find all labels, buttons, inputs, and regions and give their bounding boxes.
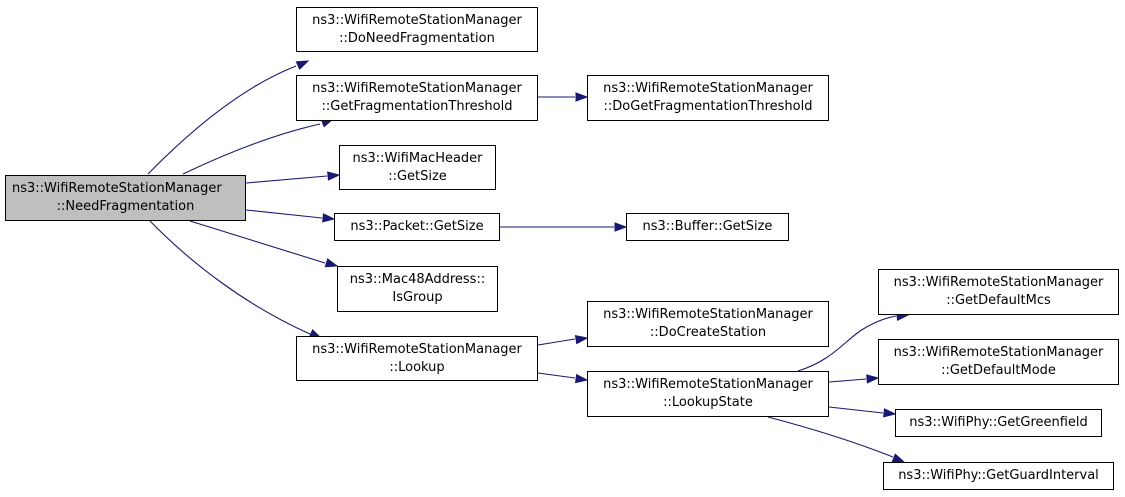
node-label-line1: ns3::WifiRemoteStationManager <box>312 341 522 357</box>
node-label-line1: ns3::WifiRemoteStationManager <box>893 345 1104 360</box>
node-wifiphy-getgreenfield[interactable]: ns3::WifiPhy::GetGreenfield <box>895 409 1102 437</box>
node-label-line1: ns3::WifiRemoteStationManager <box>603 307 813 322</box>
edge-lookup-to-do_create_station <box>537 338 576 346</box>
node-wifiphy-getguardinterval[interactable]: ns3::WifiPhy::GetGuardInterval <box>883 462 1114 490</box>
edge-lookup_state-to-get_default_mode <box>828 378 867 383</box>
arrowhead-wifimacheader_getsize <box>327 171 341 181</box>
arrowhead-do_need_fragmentation <box>295 60 310 71</box>
node-label-line1: ns3::WifiRemoteStationManager <box>603 81 813 96</box>
arrowhead-get_guard_interval <box>891 453 906 463</box>
edge-lookup_state-to-get_default_mcs <box>797 315 897 372</box>
arrowhead-do_get_fragmentation_threshold <box>575 92 589 102</box>
node-label-line1: ns3::WifiRemoteStationManager <box>312 81 522 96</box>
node-label-line2: ::GetDefaultMode <box>941 363 1056 378</box>
node-label-line1: ns3::WifiRemoteStationManager <box>12 181 222 196</box>
node-label-line2: ::LookupState <box>663 395 753 410</box>
node-label-line1: ns3::WifiRemoteStationManager <box>893 275 1104 290</box>
node-label-line1: ns3::Buffer::GetSize <box>642 219 773 234</box>
edge-root-to-wifimacheader_getsize <box>245 175 328 184</box>
arrowhead-lookup_state <box>574 373 589 384</box>
node-get-fragmentation-threshold[interactable]: ns3::WifiRemoteStationManager ::GetFragm… <box>296 75 538 121</box>
node-root-need-fragmentation: ns3::WifiRemoteStationManager ::NeedFrag… <box>5 175 246 221</box>
edge-root-to-do_need_fragmentation <box>147 65 297 175</box>
node-label-line2: ::GetSize <box>388 168 447 184</box>
node-wifimacheader-getsize[interactable]: ns3::WifiMacHeader ::GetSize <box>339 145 496 190</box>
node-lookup[interactable]: ns3::WifiRemoteStationManager ::Lookup <box>296 336 538 381</box>
node-do-need-fragmentation[interactable]: ns3::WifiRemoteStationManager ::DoNeedFr… <box>296 7 538 52</box>
node-label-line2: ::GetDefaultMcs <box>946 293 1051 308</box>
arrowhead-do_create_station <box>574 335 589 345</box>
edge-root-to-mac48_isgroup <box>189 220 326 264</box>
node-mac48address-isgroup[interactable]: ns3::Mac48Address:: IsGroup <box>337 266 498 312</box>
node-label-line1: ns3::WifiRemoteStationManager <box>603 377 813 392</box>
node-label-line2: ::DoCreateStation <box>649 325 767 340</box>
node-lookup-state[interactable]: ns3::WifiRemoteStationManager ::LookupSt… <box>587 371 829 417</box>
node-label-line1: ns3::WifiPhy::GetGreenfield <box>909 415 1088 430</box>
node-do-create-station[interactable]: ns3::WifiRemoteStationManager ::DoCreate… <box>587 301 829 347</box>
node-label-line1: ns3::Mac48Address:: <box>349 272 486 287</box>
edge-root-to-get_fragmentation_threshold <box>182 123 321 175</box>
node-buffer-getsize[interactable]: ns3::Buffer::GetSize <box>626 213 789 241</box>
node-packet-getsize[interactable]: ns3::Packet::GetSize <box>334 213 500 241</box>
node-label-line1: ns3::WifiMacHeader <box>352 150 483 166</box>
node-label-line1: ns3::WifiRemoteStationManager <box>312 12 522 28</box>
edge-lookup-to-lookup_state <box>537 372 576 379</box>
node-label-line1: ns3::WifiPhy::GetGuardInterval <box>898 468 1099 483</box>
arrowhead-get_default_mode <box>866 374 880 384</box>
arrowhead-buffer_getsize <box>614 222 628 232</box>
node-label-line2: ::DoGetFragmentationThreshold <box>603 99 813 114</box>
node-get-default-mode[interactable]: ns3::WifiRemoteStationManager ::GetDefau… <box>878 339 1119 385</box>
arrowhead-mac48_isgroup <box>324 258 339 268</box>
node-label-line1: ns3::Packet::GetSize <box>350 219 484 234</box>
node-label-line2: ::DoNeedFragmentation <box>339 30 495 46</box>
node-get-default-mcs[interactable]: ns3::WifiRemoteStationManager ::GetDefau… <box>878 269 1119 315</box>
node-label-line2: ::Lookup <box>389 359 445 375</box>
node-label-line2: IsGroup <box>392 290 443 305</box>
node-do-get-fragmentation-threshold[interactable]: ns3::WifiRemoteStationManager ::DoGetFra… <box>587 75 829 121</box>
arrowhead-get_greenfield <box>883 408 897 418</box>
edge-root-to-packet_getsize <box>245 209 323 219</box>
arrowhead-packet_getsize <box>322 213 336 223</box>
edge-root-to-lookup <box>149 220 311 335</box>
node-label-line2: ::GetFragmentationThreshold <box>321 99 513 114</box>
edge-lookup_state-to-get_guard_interval <box>767 416 894 458</box>
edge-lookup_state-to-get_greenfield <box>828 406 884 414</box>
node-label-line2: ::NeedFragmentation <box>56 199 195 214</box>
